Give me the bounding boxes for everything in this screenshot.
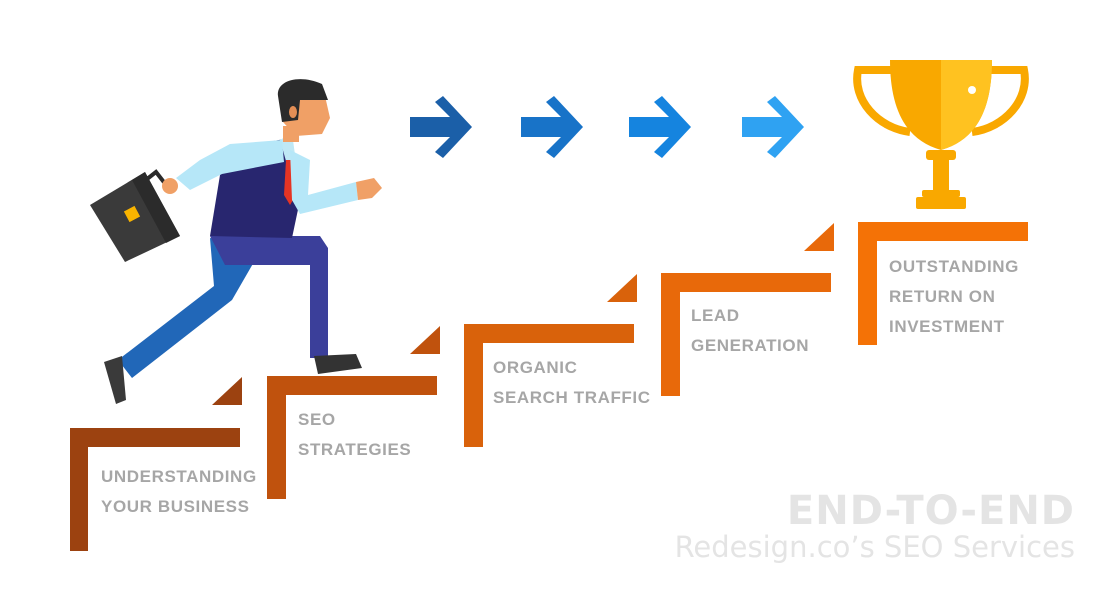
climbing-businessman-icon: [104, 79, 382, 404]
step-2-shape: [267, 376, 437, 499]
step-5-label: OUTSTANDING RETURN ON INVESTMENT: [889, 252, 1019, 342]
step-1-line-1: UNDERSTANDING: [101, 467, 257, 486]
step-3-shape: [464, 324, 634, 447]
trophy-icon: [853, 60, 1029, 209]
step-3: [464, 274, 637, 447]
step-5: [858, 222, 1028, 345]
step-1-shape: [70, 428, 240, 551]
step-4-corner-triangle: [804, 223, 834, 251]
step-2-label: SEO STRATEGIES: [298, 405, 411, 465]
progress-arrows: [410, 96, 804, 158]
step-2: [267, 326, 440, 499]
step-5-line-1: OUTSTANDING: [889, 257, 1019, 276]
right-arrow-icon: [521, 96, 583, 158]
step-4: [661, 223, 834, 396]
step-1-corner-triangle: [212, 377, 242, 405]
step-5-shape: [858, 222, 1028, 345]
right-arrow-icon: [629, 96, 691, 158]
footer-subtitle: Redesign.co’s SEO Services: [674, 530, 1075, 564]
step-3-label: ORGANIC SEARCH TRAFFIC: [493, 353, 651, 413]
step-4-label: LEAD GENERATION: [691, 301, 809, 361]
step-3-line-1: ORGANIC: [493, 358, 578, 377]
step-1-label: UNDERSTANDING YOUR BUSINESS: [101, 462, 257, 522]
footer-title: END-TO-END: [786, 488, 1075, 534]
step-5-line-2: RETURN ON: [889, 287, 996, 306]
step-4-line-2: GENERATION: [691, 336, 810, 355]
step-1: [70, 377, 242, 551]
step-2-corner-triangle: [410, 326, 440, 354]
right-arrow-icon: [742, 96, 804, 158]
step-4-shape: [661, 273, 831, 396]
step-1-line-2: YOUR BUSINESS: [101, 497, 250, 516]
right-arrow-icon: [410, 96, 472, 158]
briefcase-icon: [90, 169, 180, 262]
step-2-line-2: STRATEGIES: [298, 440, 412, 459]
step-3-line-2: SEARCH TRAFFIC: [493, 388, 651, 407]
step-2-line-1: SEO: [298, 410, 336, 429]
step-3-corner-triangle: [607, 274, 637, 302]
step-5-line-3: INVESTMENT: [889, 317, 1005, 336]
step-4-line-1: LEAD: [691, 306, 740, 325]
